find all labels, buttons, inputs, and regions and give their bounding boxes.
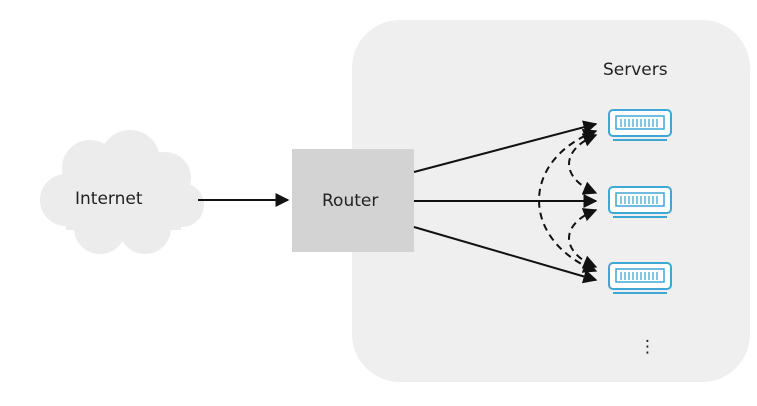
- router-label: Router: [322, 191, 378, 211]
- dashed-arrow-server-2-to-3: [568, 208, 598, 269]
- internet-cloud: [40, 130, 204, 254]
- router-box: [292, 149, 414, 252]
- server-icon: [608, 109, 672, 141]
- arrow-router-to-server-3: [413, 226, 598, 284]
- internet-label: Internet: [75, 189, 143, 209]
- arrow-router-to-server-1: [413, 120, 598, 173]
- dashed-arrow-server-1-to-3: [538, 128, 598, 273]
- server-icon: [608, 262, 672, 294]
- servers-title: Servers: [603, 60, 668, 80]
- server-icon: [608, 186, 672, 218]
- dashed-arrow-server-1-to-2: [568, 133, 598, 195]
- more-servers-indicator: ⋮: [639, 337, 656, 357]
